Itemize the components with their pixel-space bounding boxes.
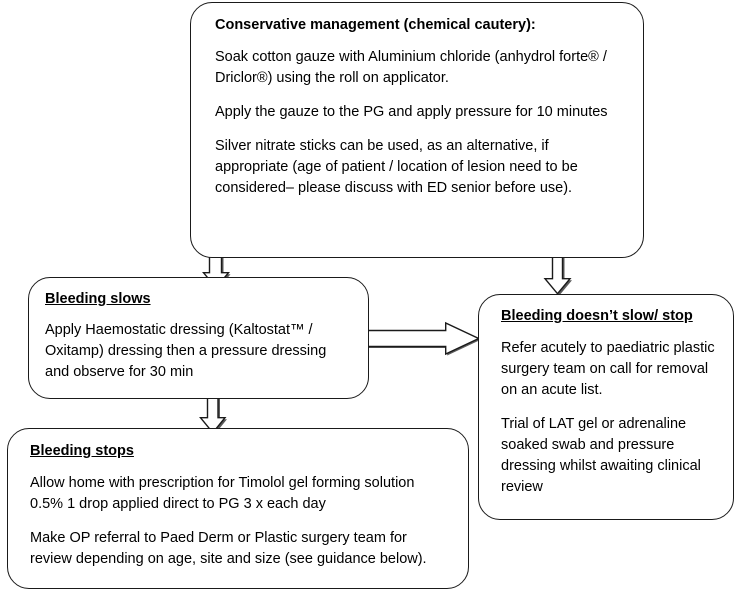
box-title-bleeding-stops: Bleeding stops [30, 443, 134, 459]
box-paragraph: Silver nitrate sticks can be used, as an… [215, 137, 578, 196]
box-content: Bleeding doesn’t slow/ stop Refer acutel… [479, 295, 733, 506]
box-title-bleeding-slows: Bleeding slows [45, 291, 151, 307]
box-title-conservative-management: Conservative management (chemical cauter… [215, 17, 536, 33]
box-paragraph: Apply the gauze to the PG and apply pres… [215, 103, 608, 120]
arrow-down-conservative-to-bleeding-no-slow [541, 251, 585, 299]
box-content: Conservative management (chemical cauter… [191, 3, 643, 207]
box-paragraph: Apply Haemostatic dressing (Kaltostat™ /… [45, 321, 327, 380]
flow-box-bleeding-stops: Bleeding stops Allow home with prescript… [7, 428, 469, 589]
flow-box-bleeding-slows: Bleeding slows Apply Haemostatic dressin… [28, 277, 369, 399]
flow-box-bleeding-does-not-slow: Bleeding doesn’t slow/ stop Refer acutel… [478, 294, 734, 520]
box-content: Bleeding slows Apply Haemostatic dressin… [29, 278, 368, 391]
box-title-bleeding-does-not-slow: Bleeding doesn’t slow/ stop [501, 308, 693, 324]
flow-box-conservative-management: Conservative management (chemical cauter… [190, 2, 644, 258]
box-paragraph: Allow home with prescription for Timolol… [30, 474, 415, 512]
box-paragraph: Soak cotton gauze with Aluminium chlorid… [215, 48, 607, 86]
box-paragraph: Refer acutely to paediatric plastic surg… [501, 339, 715, 398]
box-paragraph: Trial of LAT gel or adrenaline soaked sw… [501, 415, 701, 495]
arrow-right-bleeding-slows-to-bleeding-no-slow [356, 318, 486, 366]
box-paragraph: Make OP referral to Paed Derm or Plastic… [30, 529, 427, 567]
box-content: Bleeding stops Allow home with prescript… [8, 429, 468, 578]
